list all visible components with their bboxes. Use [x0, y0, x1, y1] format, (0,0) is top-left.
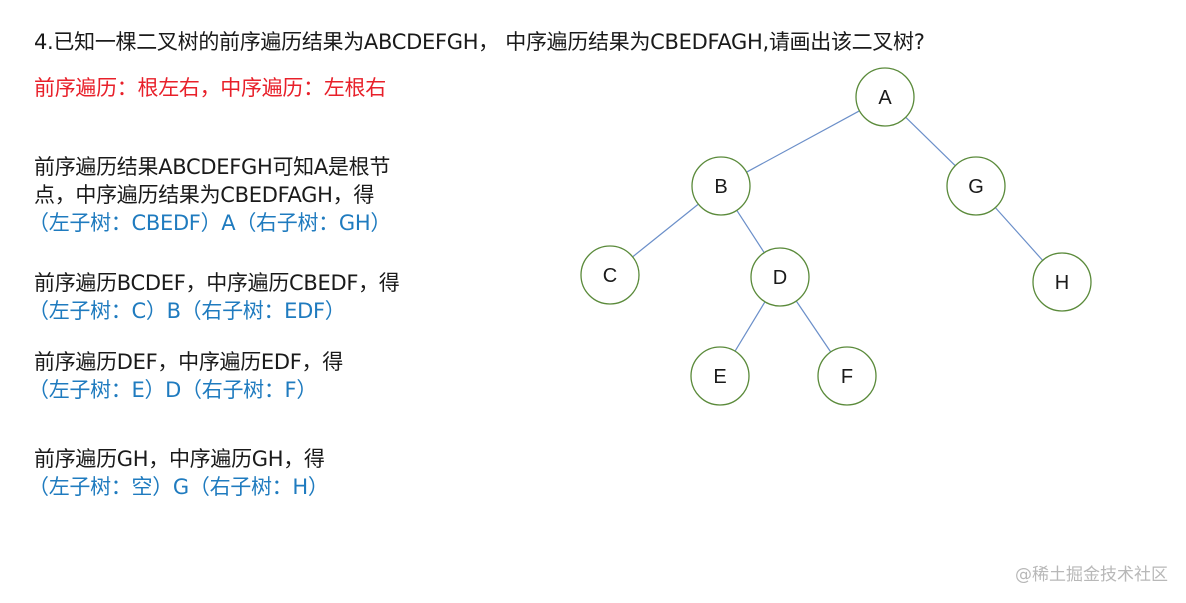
node-label-A: A	[878, 87, 892, 109]
node-label-F: F	[841, 366, 853, 388]
node-circle-H	[1032, 252, 1092, 312]
step3-line1: 前序遍历DEF，中序遍历EDF，得	[34, 350, 343, 374]
node-circle-D	[750, 247, 810, 307]
edge-B-D	[736, 210, 765, 253]
node-G: G	[946, 156, 1006, 216]
node-label-G: G	[968, 176, 984, 198]
step2-result: （左子树：C）B（右子树：EDF）	[28, 299, 346, 323]
node-A: A	[855, 67, 915, 127]
node-circle-B	[691, 156, 751, 216]
step4-line1: 前序遍历GH，中序遍历GH，得	[34, 447, 325, 471]
step3-result: （左子树：E）D（右子树：F）	[28, 378, 318, 402]
node-F: F	[817, 346, 877, 406]
node-label-C: C	[603, 265, 617, 287]
step1-result: （左子树：CBEDF）A（右子树：GH）	[28, 211, 392, 235]
node-circle-A	[855, 67, 915, 127]
traversal-rule: 前序遍历：根左右，中序遍历：左根右	[34, 76, 386, 100]
question-text: 4.已知一棵二叉树的前序遍历结果为ABCDEFGH， 中序遍历结果为CBEDFA…	[34, 30, 925, 54]
node-E: E	[690, 346, 750, 406]
node-label-H: H	[1055, 272, 1069, 294]
node-label-B: B	[714, 176, 727, 198]
watermark: @稀土掘金技术社区	[1015, 565, 1168, 585]
node-circle-C	[580, 245, 640, 305]
edge-A-G	[905, 116, 956, 167]
node-circle-F	[817, 346, 877, 406]
node-B: B	[691, 156, 751, 216]
node-C: C	[580, 245, 640, 305]
edge-D-F	[795, 300, 832, 353]
edge-D-E	[734, 301, 766, 352]
step1-line2: 点，中序遍历结果为CBEDFAGH，得	[34, 183, 375, 207]
edge-G-H	[994, 207, 1044, 261]
node-label-E: E	[713, 366, 726, 388]
node-D: D	[750, 247, 810, 307]
step4-result: （左子树：空）G（右子树：H）	[28, 475, 329, 499]
node-H: H	[1032, 252, 1092, 312]
node-circle-E	[690, 346, 750, 406]
edge-A-B	[746, 110, 860, 173]
node-label-D: D	[773, 267, 787, 289]
node-circle-G	[946, 156, 1006, 216]
step2-line1: 前序遍历BCDEF，中序遍历CBEDF，得	[34, 271, 400, 295]
edge-B-C	[632, 203, 699, 258]
step1-line1: 前序遍历结果ABCDEFGH可知A是根节	[34, 155, 391, 179]
